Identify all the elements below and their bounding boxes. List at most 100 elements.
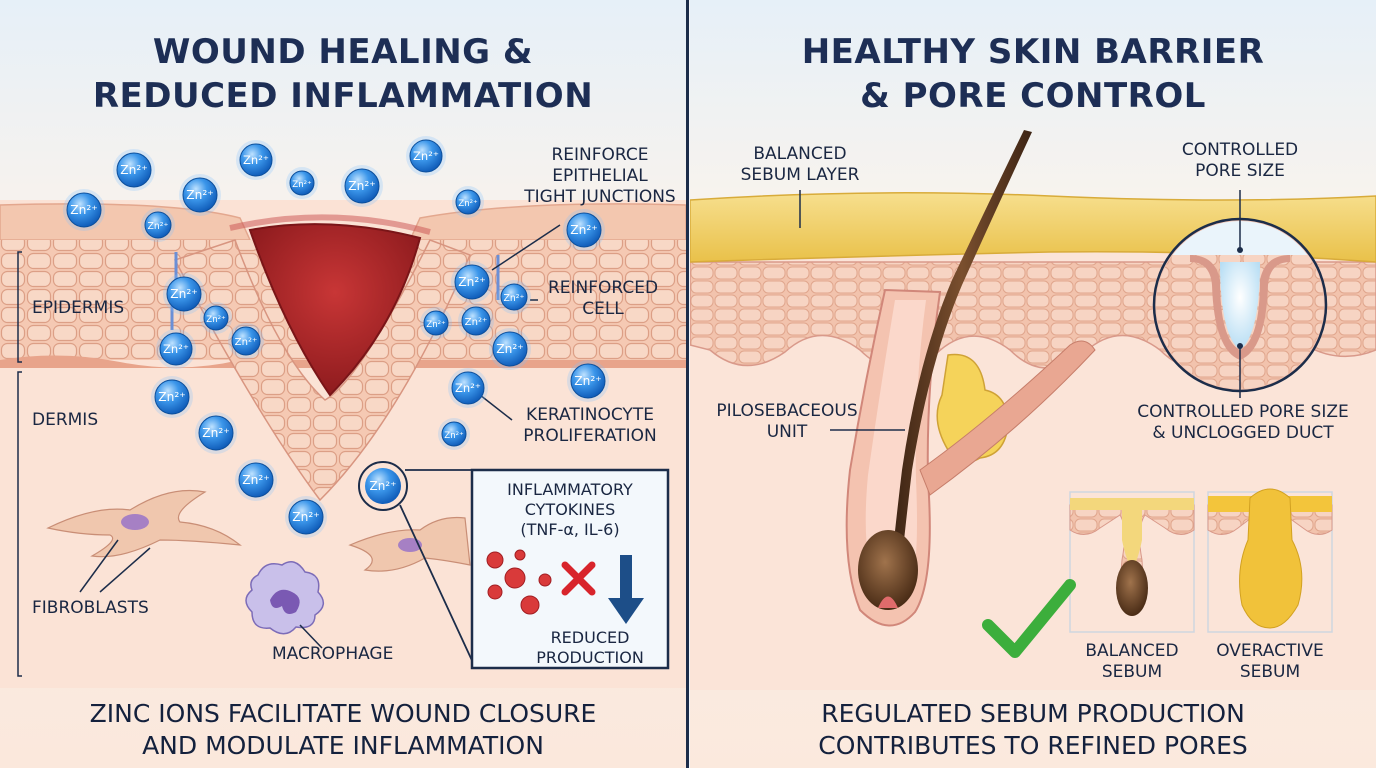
zinc-ion: Zn²⁺ (163, 273, 205, 315)
zinc-ion: Zn²⁺ (179, 174, 221, 216)
left-caption: ZINC IONS FACILITATE WOUND CLOSURE AND M… (0, 698, 686, 762)
left-title: WOUND HEALING & REDUCED INFLAMMATION (0, 30, 686, 118)
zinc-ion-label: Zn²⁺ (574, 374, 602, 388)
epidermis-label: EPIDERMIS (32, 298, 124, 319)
balanced-sebum-label-line1: BALANCED (1070, 641, 1194, 662)
zinc-ion: Zn²⁺ (156, 329, 196, 369)
zinc-ion-label: Zn²⁺ (413, 149, 439, 163)
zinc-ion: Zn²⁺ (452, 186, 484, 218)
right-title: HEALTHY SKIN BARRIER & PORE CONTROL (690, 30, 1376, 118)
tight-junctions-label-line3: TIGHT JUNCTIONS (520, 187, 680, 208)
overactive-sebum-thumbnail (1208, 489, 1332, 632)
macrophage-label: MACROPHAGE (272, 644, 393, 665)
zinc-ion: Zn²⁺ (235, 459, 277, 501)
zinc-ion: Zn²⁺ (200, 302, 232, 334)
zinc-ion: Zn²⁺ (285, 496, 327, 538)
zinc-ion-label: Zn²⁺ (120, 163, 148, 177)
zinc-ion-label: Zn²⁺ (458, 275, 486, 289)
keratinocyte-label-line2: PROLIFERATION (505, 426, 675, 447)
unclogged-duct-label-line2: & UNCLOGGED DUCT (1120, 423, 1366, 444)
controlled-pore-size-label: CONTROLLED PORE SIZE (1160, 140, 1320, 182)
zinc-ion-label: Zn²⁺ (496, 342, 524, 356)
right-title-line2: & PORE CONTROL (690, 74, 1376, 118)
zinc-ion-label: Zn²⁺ (503, 293, 524, 304)
overactive-sebum-label-line2: SEBUM (1200, 662, 1340, 683)
balanced-sebum-label-line2: SEBUM (1070, 662, 1194, 683)
zinc-ion: Zn²⁺ (567, 360, 609, 402)
left-caption-line2: AND MODULATE INFLAMMATION (0, 730, 686, 762)
zinc-ion: Zn²⁺ (438, 418, 470, 450)
left-title-line2: REDUCED INFLAMMATION (0, 74, 686, 118)
balanced-sebum-label: BALANCED SEBUM (1070, 641, 1194, 683)
zinc-ion: Zn²⁺ (563, 209, 605, 251)
zinc-ion-label: Zn²⁺ (570, 223, 598, 237)
zinc-ion: Zn²⁺ (151, 376, 193, 418)
keratinocyte-label-line1: KERATINOCYTE (505, 405, 675, 426)
right-caption: REGULATED SEBUM PRODUCTION CONTRIBUTES T… (690, 698, 1376, 762)
controlled-pore-size-label-line2: PORE SIZE (1160, 161, 1320, 182)
zinc-ion: Zn²⁺ (458, 303, 494, 339)
zinc-ion-label: Zn²⁺ (370, 479, 397, 493)
wound-healing-panel: Zn²⁺ Zn²⁺ Zn²⁺ Zn²⁺ Zn²⁺ Zn²⁺ Zn²⁺ Zn²⁺ Zn²⁺ Zn²⁺… (0, 0, 686, 768)
zinc-ion: Zn²⁺ (451, 261, 493, 303)
pilosebaceous-unit-label-line2: UNIT (712, 422, 862, 443)
zinc-ion: Zn²⁺ (341, 165, 383, 207)
zinc-ion: Zn²⁺ (113, 149, 155, 191)
zinc-ion-label: Zn²⁺ (242, 473, 270, 487)
left-title-line1: WOUND HEALING & (0, 30, 686, 74)
reinforced-cell-label-line2: CELL (528, 299, 678, 320)
tight-junctions-label-line1: REINFORCE (520, 145, 680, 166)
zinc-ion-label: Zn²⁺ (348, 179, 376, 193)
zinc-ion-label: Zn²⁺ (465, 317, 488, 328)
zinc-ion: Zn²⁺ (420, 307, 452, 339)
zinc-ion: Zn²⁺ (195, 412, 237, 454)
zinc-ion-label: Zn²⁺ (206, 315, 225, 325)
reduced-production-label-line2: PRODUCTION (510, 648, 670, 668)
zinc-ion: Zn²⁺ (497, 280, 531, 314)
fibroblasts-label: FIBROBLASTS (32, 598, 149, 619)
balanced-sebum-layer-label-line2: SEBUM LAYER (720, 165, 880, 186)
zinc-ion-label: Zn²⁺ (158, 390, 186, 404)
reduced-production-label: REDUCED PRODUCTION (510, 628, 670, 668)
zinc-ion-label: Zn²⁺ (292, 510, 320, 524)
zinc-ion-label: Zn²⁺ (292, 180, 311, 190)
right-caption-line2: CONTRIBUTES TO REFINED PORES (690, 730, 1376, 762)
controlled-pore-size-label-line1: CONTROLLED (1160, 140, 1320, 161)
tight-junctions-label: REINFORCE EPITHELIAL TIGHT JUNCTIONS (520, 145, 680, 208)
balanced-sebum-layer-label-line1: BALANCED (720, 144, 880, 165)
unclogged-duct-label: CONTROLLED PORE SIZE & UNCLOGGED DUCT (1120, 402, 1366, 444)
balanced-sebum-layer-label: BALANCED SEBUM LAYER (720, 144, 880, 186)
zinc-ion-label: Zn²⁺ (455, 381, 481, 395)
pilosebaceous-unit-label-line1: PILOSEBACEOUS (712, 401, 862, 422)
right-title-line1: HEALTHY SKIN BARRIER (690, 30, 1376, 74)
zinc-ion-label: Zn²⁺ (426, 320, 445, 330)
pore-pointer-dot (1237, 247, 1243, 253)
zinc-ion-focus: Zn²⁺ (365, 468, 401, 504)
balanced-sebum-thumbnail (1070, 492, 1194, 632)
zinc-ion-label: Zn²⁺ (458, 199, 477, 209)
zinc-ion-label: Zn²⁺ (235, 337, 258, 348)
zinc-ion: Zn²⁺ (63, 189, 105, 231)
zinc-ion: Zn²⁺ (406, 136, 446, 176)
dermis-label: DERMIS (32, 410, 98, 431)
skin-barrier-panel: HEALTHY SKIN BARRIER & PORE CONTROL BALA… (690, 0, 1376, 768)
overactive-sebum-label-line1: OVERACTIVE (1200, 641, 1340, 662)
zinc-ion: Zn²⁺ (141, 208, 175, 242)
zinc-ion-label: Zn²⁺ (163, 342, 189, 356)
zinc-ion-label: Zn²⁺ (170, 287, 198, 301)
zinc-ion-label: Zn²⁺ (186, 188, 214, 202)
keratinocyte-label: KERATINOCYTE PROLIFERATION (505, 405, 675, 447)
reinforced-cell-label: REINFORCED CELL (528, 278, 678, 320)
left-caption-line1: ZINC IONS FACILITATE WOUND CLOSURE (0, 698, 686, 730)
cytokines-label-line3: (TNF-α, IL-6) (476, 520, 664, 540)
cytokines-label: INFLAMMATORY CYTOKINES (TNF-α, IL-6) (476, 480, 664, 540)
cytokines-label-line2: CYTOKINES (476, 500, 664, 520)
zinc-ion-label: Zn²⁺ (444, 431, 463, 441)
cytokines-label-line1: INFLAMMATORY (476, 480, 664, 500)
zinc-ion: Zn²⁺ (228, 323, 264, 359)
panel-divider (686, 0, 689, 768)
zinc-ion-label: Zn²⁺ (70, 203, 98, 217)
duct-pointer-dot (1237, 343, 1243, 349)
zinc-ion-label: Zn²⁺ (202, 426, 230, 440)
